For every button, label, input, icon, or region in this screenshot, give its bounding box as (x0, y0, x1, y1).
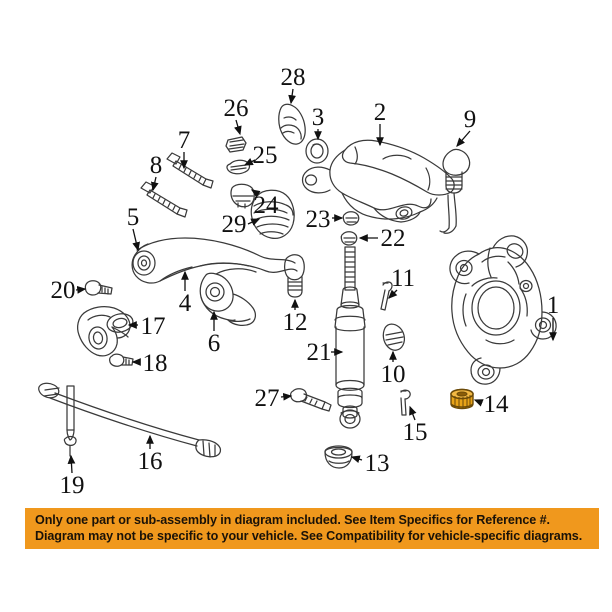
part-steering-knuckle (449, 235, 557, 385)
part-washer-25 (226, 159, 251, 175)
part-upper-bushing (278, 103, 306, 145)
callout-6: 6 (208, 330, 221, 357)
callout-3: 3 (312, 104, 325, 131)
callout-numbers: 1 2 3 4 5 6 7 8 9 10 11 12 13 14 15 16 1… (51, 64, 560, 499)
callout-5: 5 (127, 204, 140, 231)
leader-lines (67, 88, 557, 474)
part-bolt-20 (84, 280, 113, 296)
callout-28: 28 (281, 64, 306, 91)
part-nut-26 (225, 136, 247, 153)
part-bolt-8 (140, 181, 188, 218)
part-jounce-bumper (250, 189, 295, 240)
bushing-5 (132, 250, 156, 276)
part-bump-stop (324, 445, 353, 469)
callout-1: 1 (547, 292, 560, 319)
callout-13: 13 (365, 450, 390, 477)
part-shock-absorber (334, 246, 366, 429)
callout-11: 11 (391, 265, 415, 292)
callout-26: 26 (224, 95, 249, 122)
part-torsion-bar-bracket (77, 306, 134, 357)
part-upper-ball-joint (439, 148, 471, 234)
callout-27: 27 (255, 385, 280, 412)
notice-line-1: Only one part or sub-assembly in diagram… (35, 513, 550, 527)
part-shock-pin (380, 281, 393, 311)
callout-17: 17 (141, 313, 166, 340)
callout-12: 12 (283, 309, 308, 336)
hub-bore (471, 280, 521, 336)
part-torsion-bar (38, 382, 222, 458)
callout-24: 24 (254, 192, 280, 219)
callout-4: 4 (179, 290, 192, 317)
part-bushing-washer (305, 138, 329, 164)
part-bolt-18 (108, 353, 134, 367)
part-nut-23 (342, 211, 360, 226)
compatibility-notice-banner: Only one part or sub-assembly in diagram… (25, 508, 599, 549)
part-nut-22 (340, 231, 358, 246)
callout-20: 20 (51, 277, 76, 304)
knuckle-lug (534, 317, 552, 333)
callout-10: 10 (381, 361, 406, 388)
part-bolt-27 (289, 388, 332, 412)
callout-8: 8 (150, 152, 163, 179)
callout-15: 15 (403, 419, 428, 446)
part-nut-24 (230, 183, 255, 209)
part-upper-control-arm (301, 139, 455, 223)
part-bolt-7 (166, 152, 214, 189)
part-cotter-pin (400, 389, 411, 416)
callout-25: 25 (253, 142, 278, 169)
part-bushing-highlighted (450, 388, 474, 410)
part-adjuster-bolt (63, 385, 77, 457)
notice-line-2: Diagram may not be specific to your vehi… (35, 528, 583, 543)
callout-21: 21 (307, 339, 332, 366)
callout-9: 9 (464, 106, 477, 133)
callout-19: 19 (60, 472, 85, 499)
callout-2: 2 (374, 99, 387, 126)
callout-16: 16 (138, 448, 163, 475)
callout-18: 18 (143, 350, 168, 377)
callout-22: 22 (381, 225, 406, 252)
part-shock-bracket (382, 323, 405, 361)
callout-23: 23 (306, 206, 331, 233)
callout-14: 14 (484, 391, 510, 418)
callout-29: 29 (222, 211, 247, 238)
callout-7: 7 (178, 127, 191, 154)
